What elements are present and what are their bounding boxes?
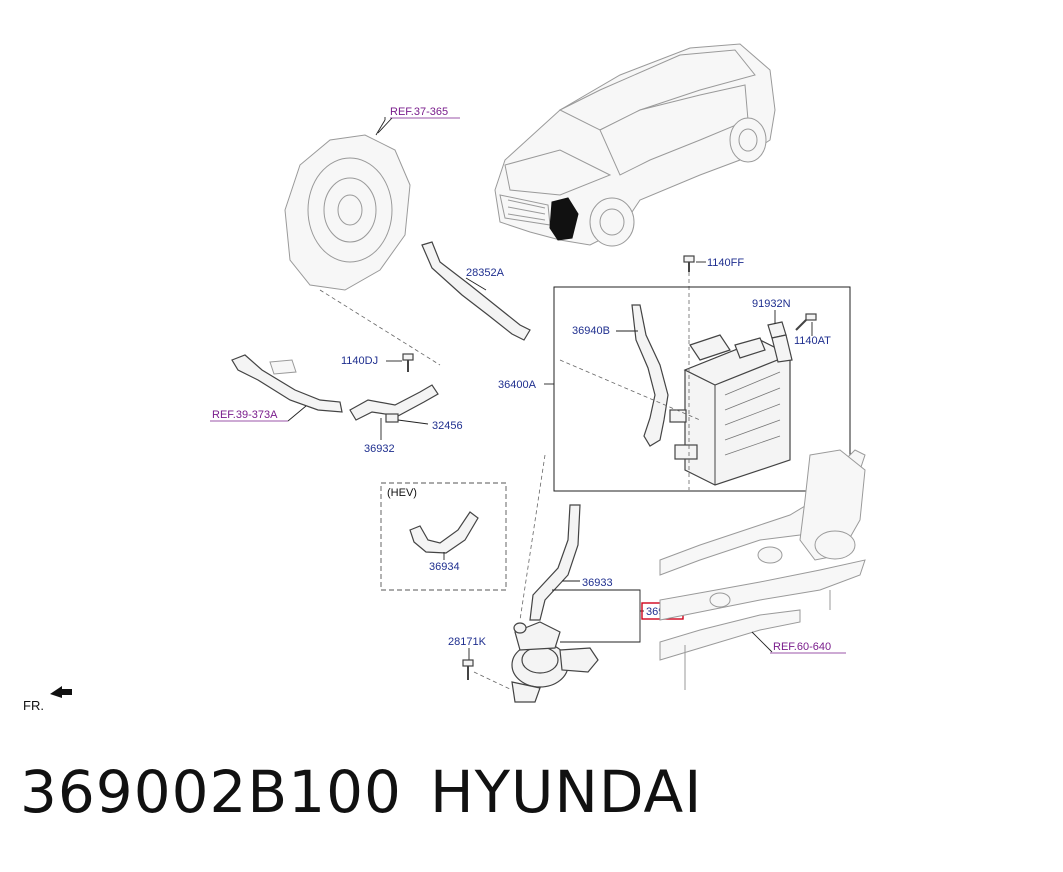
- bolt-1140at: [795, 313, 817, 331]
- label-91932n[interactable]: 91932N: [752, 298, 791, 310]
- label-hev[interactable]: (HEV): [387, 487, 417, 499]
- label-1140at[interactable]: 1140AT: [794, 335, 831, 347]
- hose-36932: [349, 384, 439, 421]
- label-1140ff[interactable]: 1140FF: [707, 257, 744, 269]
- inverter-unit: [669, 334, 792, 486]
- clip-32456: [385, 413, 399, 423]
- bolt-28171k: [462, 659, 474, 680]
- label-36400a[interactable]: 36400A: [498, 379, 537, 391]
- vehicle-illustration: [494, 43, 776, 247]
- ref-60-640-label[interactable]: REF.60-640: [773, 641, 831, 653]
- bolt-1140ff: [683, 255, 695, 272]
- pipe-ref-39-373a: [231, 354, 343, 413]
- label-36932[interactable]: 36932: [364, 443, 395, 455]
- highlighted-component-icon: [549, 197, 579, 241]
- label-28352a[interactable]: 28352A: [466, 267, 505, 279]
- label-1140dj[interactable]: 1140DJ: [341, 355, 378, 367]
- label-36933[interactable]: 36933: [582, 577, 613, 589]
- bracket-91932n: [767, 321, 793, 363]
- hev-variant-box: [380, 482, 507, 591]
- front-indicator-label: FR.: [23, 698, 44, 713]
- label-36934[interactable]: 36934: [429, 561, 460, 573]
- part-number: 369002B100: [20, 758, 402, 826]
- hose-28352a: [421, 241, 531, 341]
- hose-36934: [409, 511, 479, 554]
- hose-36940b: [631, 304, 669, 447]
- subframe: [659, 449, 866, 690]
- ref-39-373a-label[interactable]: REF.39-373A: [212, 409, 278, 421]
- label-32456[interactable]: 32456: [432, 420, 463, 432]
- assembly-36400a-box: [553, 286, 851, 492]
- hose-36933: [529, 504, 581, 621]
- arrow-front-icon: [50, 686, 72, 698]
- label-28171k[interactable]: 28171K: [448, 636, 487, 648]
- electric-water-pump: [511, 621, 599, 703]
- transmission-housing: [284, 117, 411, 291]
- brand-name: HYUNDAI: [430, 758, 703, 826]
- label-36940b[interactable]: 36940B: [572, 325, 610, 337]
- ref-37-365-label[interactable]: REF.37-365: [390, 106, 448, 118]
- bolt-1140dj: [402, 353, 414, 372]
